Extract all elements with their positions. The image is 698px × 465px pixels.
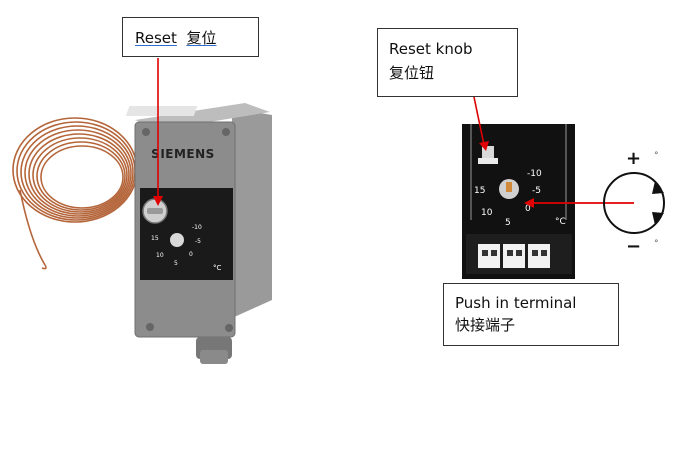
increase-unit: ° <box>654 151 659 161</box>
screw <box>222 128 230 136</box>
knob-pointer-line <box>473 96 485 146</box>
reset-callout: Reset 复位 <box>122 17 259 57</box>
reset-label-zh: 复位 <box>186 29 217 47</box>
brand-logo: SIEMENS <box>151 147 215 161</box>
reset-callout-text: Reset 复位 <box>135 27 216 48</box>
dial-tick-label: 10 <box>156 252 164 259</box>
screw <box>225 324 233 332</box>
dial-tick-label: 15 <box>151 235 159 242</box>
reset-knob-callout: Reset knob 复位钮 <box>377 28 518 97</box>
push-terminal-callout: Push in terminal 快接端子 <box>443 283 619 346</box>
decrease-symbol: − <box>626 236 641 257</box>
dial-tick-label: 5 <box>174 260 178 267</box>
capillary-coil <box>12 117 138 270</box>
push-terminal-label-en: Push in terminal <box>455 294 577 312</box>
detail-tick-label: 5 <box>505 218 511 228</box>
push-terminal-label-zh: 快接端子 <box>455 316 516 334</box>
reset-label-en: Reset <box>135 29 177 47</box>
setpoint-dial[interactable] <box>170 233 184 247</box>
rotation-indicator-icon <box>603 172 665 234</box>
screw <box>142 128 150 136</box>
detail-tick-label: 0 <box>525 204 531 214</box>
dial-tick-label: -10 <box>192 224 202 231</box>
knob-arrowhead <box>479 141 489 151</box>
dial-unit: °C <box>213 264 222 272</box>
setpoint-arrowhead <box>524 198 534 208</box>
detail-tick-label: -5 <box>532 186 541 196</box>
detail-tick-label: 10 <box>481 208 493 218</box>
dial-tick-label: -5 <box>195 238 201 245</box>
increase-symbol: + <box>626 148 641 169</box>
dial-tick-label: 0 <box>189 251 193 258</box>
reset-arrowhead <box>153 196 163 206</box>
screw <box>146 323 154 331</box>
reset-knob-label-zh: 复位钮 <box>389 64 435 82</box>
detail-tick-label: 15 <box>474 186 485 196</box>
detail-tick-label: -10 <box>527 169 542 179</box>
detail-unit: °C <box>555 217 566 227</box>
reset-knob-label-en: Reset knob <box>389 40 473 58</box>
decrease-unit: ° <box>654 239 659 249</box>
